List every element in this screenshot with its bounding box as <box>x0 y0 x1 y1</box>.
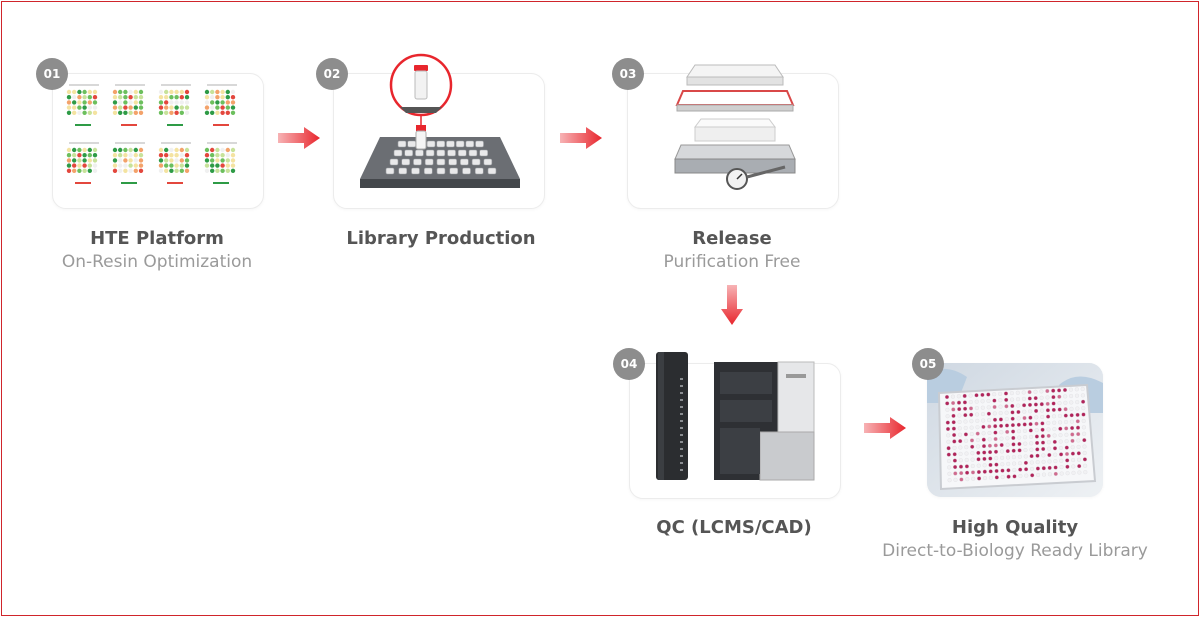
tube-rack-icon <box>360 53 520 188</box>
step-05-card <box>927 363 1103 497</box>
step-05-title: High Quality <box>951 517 1079 538</box>
step-01-badge: 01 <box>36 58 68 90</box>
step-05-subtitle: Direct-to-Biology Ready Library <box>882 541 1148 561</box>
step-01-subtitle: On-Resin Optimization <box>61 252 253 272</box>
step-04-title: QC (LCMS/CAD) <box>656 517 812 538</box>
step-03-title: Release <box>692 228 772 249</box>
well-plate-photo-icon <box>927 363 1103 497</box>
step-03-subtitle: Purification Free <box>663 252 801 272</box>
arrow-right-icon <box>864 417 906 439</box>
arrow-right-icon <box>560 127 602 149</box>
step-01-card <box>52 73 264 209</box>
step-04-badge: 04 <box>613 348 645 380</box>
step-03-badge: 03 <box>612 58 644 90</box>
lcms-instrument-icon <box>656 352 815 481</box>
step-01-title: HTE Platform <box>90 228 224 249</box>
filtration-manifold-icon <box>674 64 796 190</box>
step-05-badge: 05 <box>912 348 944 380</box>
step-02-badge: 02 <box>316 58 348 90</box>
arrow-right-icon <box>278 127 320 149</box>
heatmap-grid-icon <box>66 84 237 184</box>
arrow-down-icon <box>721 285 743 325</box>
step-02-title: Library Production <box>346 228 536 249</box>
